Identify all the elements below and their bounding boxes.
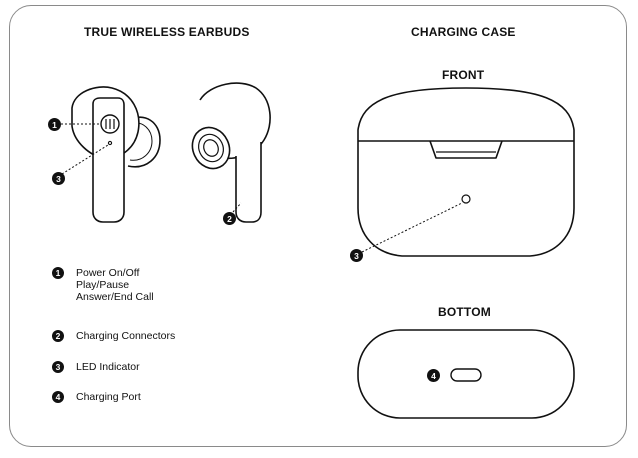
- legend-label: Power On/Off: [76, 267, 140, 279]
- legend-label: Charging Port: [76, 391, 141, 403]
- case-led-leader-line: [361, 202, 463, 253]
- legend-item-power: 1 Power On/Off Play/Pause Answer/End Cal…: [52, 267, 154, 303]
- legend-number: 1: [52, 267, 64, 279]
- earbud-front-view: [71, 86, 161, 223]
- callout-charging-connector: 2: [223, 212, 236, 225]
- legend-number: 2: [52, 330, 64, 342]
- case-led-dot: [461, 194, 471, 204]
- legend-item-port: 4 Charging Port: [52, 391, 141, 403]
- legend-label: LED Indicator: [76, 361, 140, 373]
- legend-label: Answer/End Call: [76, 291, 154, 303]
- earbud-side-view: [191, 82, 271, 223]
- legend-label: Charging Connectors: [76, 330, 176, 342]
- legend-number: 3: [52, 361, 64, 373]
- callout-case-led: 3: [350, 249, 363, 262]
- case-bottom-view: [357, 329, 575, 419]
- diagram-frame: [9, 5, 627, 447]
- callout-button: 1: [48, 118, 61, 131]
- callout-earbud-led: 3: [52, 172, 65, 185]
- case-front-view: [357, 87, 575, 257]
- legend-item-connectors: 2 Charging Connectors: [52, 330, 175, 342]
- front-view-heading: FRONT: [442, 68, 485, 82]
- charging-case-heading: CHARGING CASE: [411, 25, 516, 39]
- callout-charging-port: 4: [427, 369, 440, 382]
- legend-item-led: 3 LED Indicator: [52, 361, 140, 373]
- usb-port-outline: [450, 368, 482, 382]
- legend-number: 4: [52, 391, 64, 403]
- bottom-view-heading: BOTTOM: [438, 305, 491, 319]
- earbuds-heading: TRUE WIRELESS EARBUDS: [84, 25, 250, 39]
- led-leader-line: [61, 144, 109, 175]
- legend-label: Play/Pause: [76, 279, 130, 291]
